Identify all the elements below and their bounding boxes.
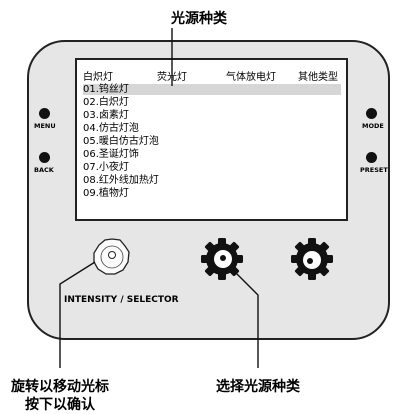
- tab-other-types[interactable]: 其他类型: [298, 72, 338, 83]
- list-item[interactable]: 05.暖白仿古灯泡: [83, 136, 159, 147]
- select-knob-callout-line: [231, 268, 259, 368]
- list-item[interactable]: 08.红外线加热灯: [83, 175, 159, 186]
- list-item[interactable]: 06.圣诞灯饰: [83, 149, 139, 160]
- select-light-type-label: 选择光源种类: [216, 379, 300, 395]
- rotate-instruction-label: 旋转以移动光标: [11, 379, 109, 395]
- top-callout-label: 光源种类: [171, 11, 227, 27]
- list-item[interactable]: 04.仿古灯泡: [83, 123, 139, 134]
- menu-button-label: MENU: [34, 122, 56, 130]
- back-button[interactable]: [39, 152, 50, 163]
- intensity-selector-knob[interactable]: [93, 238, 130, 275]
- list-item[interactable]: 02.白炽灯: [83, 97, 129, 108]
- list-item[interactable]: 09.植物灯: [83, 188, 129, 199]
- preset-button[interactable]: [366, 152, 377, 163]
- mode-button-label: MODE: [362, 122, 384, 130]
- right-knob[interactable]: [291, 238, 333, 280]
- menu-button[interactable]: [39, 108, 50, 119]
- light-type-select-knob[interactable]: [201, 238, 243, 280]
- tab-incandescent[interactable]: 白炽灯: [83, 72, 113, 83]
- intensity-callout-line: [59, 261, 96, 368]
- back-button-label: BACK: [34, 166, 54, 174]
- tab-gas-discharge[interactable]: 气体放电灯: [226, 72, 276, 83]
- preset-button-label: PRESET: [360, 166, 388, 174]
- list-item-selected[interactable]: 01.钨丝灯: [83, 84, 341, 95]
- intensity-selector-label: INTENSITY / SELECTOR: [64, 295, 179, 305]
- list-item[interactable]: 07.小夜灯: [83, 162, 129, 173]
- list-item[interactable]: 03.卤素灯: [83, 110, 129, 121]
- press-instruction-label: 按下以确认: [25, 397, 95, 413]
- mode-button[interactable]: [366, 108, 377, 119]
